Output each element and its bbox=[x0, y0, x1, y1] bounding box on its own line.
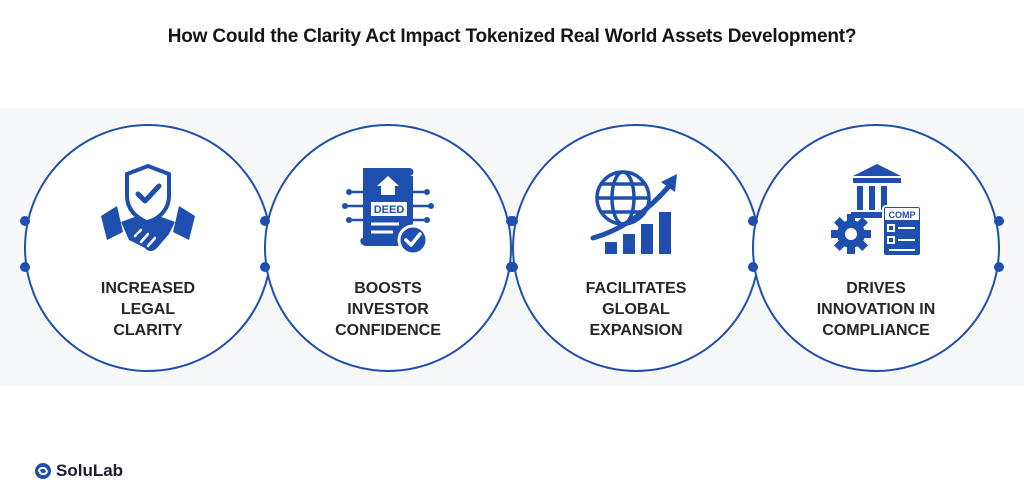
connector-dot bbox=[20, 216, 30, 226]
connector-dot bbox=[748, 262, 758, 272]
connector-dot bbox=[508, 262, 518, 272]
connector-dot bbox=[260, 216, 270, 226]
label-line: CONFIDENCE bbox=[335, 322, 441, 339]
label-line: GLOBAL bbox=[602, 301, 670, 318]
globe-growth-chart-icon bbox=[590, 170, 677, 254]
gear-icon bbox=[831, 214, 871, 254]
card-label: DRIVES INNOVATION IN COMPLIANCE bbox=[754, 278, 998, 341]
connector-dot bbox=[508, 216, 518, 226]
solulab-logo-icon bbox=[35, 463, 51, 479]
card-label: INCREASED LEGAL CLARITY bbox=[26, 278, 270, 341]
label-line: BOOSTS bbox=[354, 280, 422, 297]
page-title: How Could the Clarity Act Impact Tokeniz… bbox=[167, 26, 857, 47]
logo-text: SoluLab bbox=[56, 461, 124, 480]
label-line: INCREASED bbox=[100, 280, 196, 297]
connector-dot bbox=[20, 262, 30, 272]
shield-handshake-icon bbox=[101, 163, 195, 251]
label-line: INNOVATION IN bbox=[816, 301, 936, 318]
deed-document-icon: DEED bbox=[342, 168, 434, 256]
label-line: EXPANSION bbox=[589, 322, 683, 339]
connector-dot bbox=[260, 262, 270, 272]
connector-dot bbox=[994, 216, 1004, 226]
card-boosts-investor-confidence: DEED BOOSTS INVESTOR CONFIDENCE bbox=[260, 124, 516, 372]
label-line: LEGAL bbox=[120, 301, 176, 318]
svg-text:COMP: COMP bbox=[889, 210, 916, 220]
solulab-logo: SoluLab bbox=[34, 460, 123, 482]
label-line: INVESTOR bbox=[347, 301, 429, 318]
connector-dot bbox=[748, 216, 758, 226]
card-facilitates-global-expansion: FACILITATES GLOBAL EXPANSION bbox=[508, 124, 764, 372]
label-line: COMPLIANCE bbox=[822, 322, 930, 339]
card-label: FACILITATES GLOBAL EXPANSION bbox=[514, 278, 758, 341]
card-increased-legal-clarity: INCREASED LEGAL CLARITY bbox=[20, 124, 276, 372]
connector-dot bbox=[994, 262, 1004, 272]
label-line: FACILITATES bbox=[585, 280, 687, 297]
svg-text:DEED: DEED bbox=[374, 204, 405, 216]
label-line: CLARITY bbox=[113, 322, 183, 339]
card-label: BOOSTS INVESTOR CONFIDENCE bbox=[266, 278, 510, 341]
card-drives-innovation-in-compliance: COMP DRIVES INNOVATION IN COMPLIANCE bbox=[748, 124, 1004, 372]
bank-compliance-icon: COMP bbox=[831, 164, 922, 257]
label-line: DRIVES bbox=[846, 280, 906, 297]
